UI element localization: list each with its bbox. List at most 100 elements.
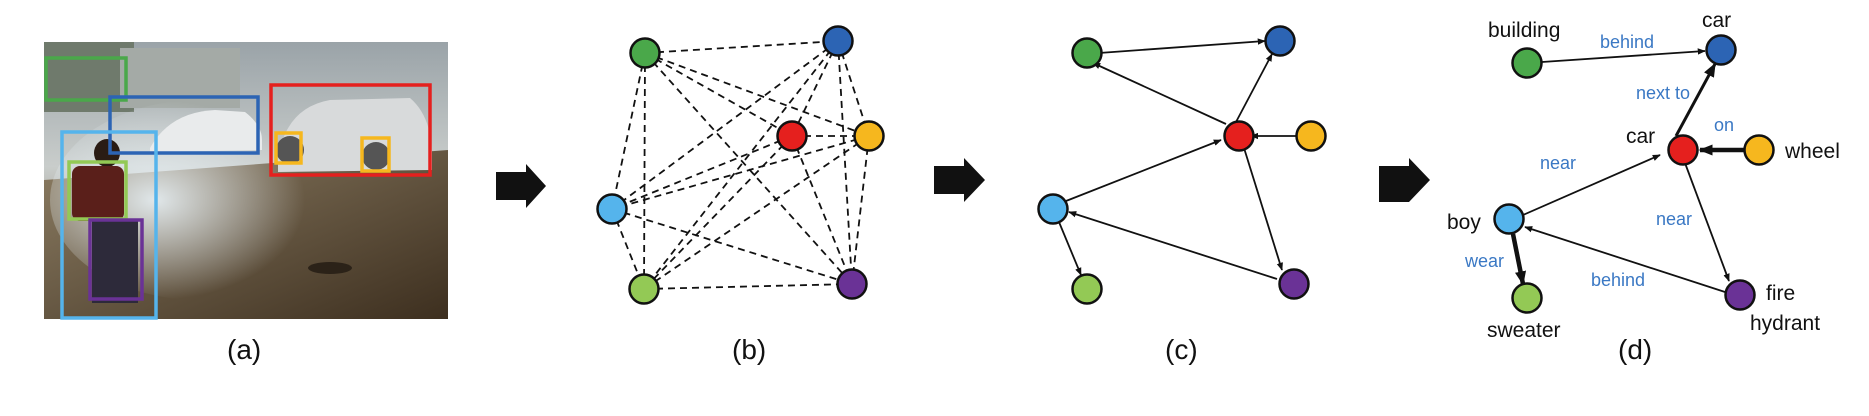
arrow-a-to-b-icon — [496, 164, 546, 208]
d-edge-near-1 — [1522, 154, 1661, 216]
b-node-car-2 — [776, 120, 808, 152]
photo-boy-legs — [92, 221, 138, 303]
panel-a-photo — [44, 42, 448, 320]
d-edge-behind — [1541, 48, 1706, 63]
d-node-wheel — [1743, 134, 1775, 166]
b-edge — [644, 52, 870, 137]
label-building: building — [1488, 19, 1560, 42]
relation-on: on — [1714, 115, 1734, 135]
b-node-sweater — [628, 273, 660, 305]
bbox-wheel-2 — [360, 136, 391, 173]
b-edge — [643, 135, 870, 290]
c-edge — [1235, 53, 1273, 123]
relation-next-to: next to — [1636, 83, 1690, 103]
b-edge — [611, 208, 853, 285]
b-edge — [837, 40, 870, 137]
b-edge — [851, 135, 870, 285]
photo-silver-suv — [278, 98, 432, 172]
photo-wheel-1 — [276, 136, 304, 164]
b-edge — [644, 52, 853, 285]
c-edge — [1243, 147, 1283, 271]
c-node-building — [1071, 37, 1103, 69]
b-edge — [644, 40, 839, 54]
bbox-fire-hydrant — [88, 218, 144, 301]
b-edge — [837, 40, 853, 285]
bbox-building — [44, 56, 128, 102]
c-node-sweater — [1071, 273, 1103, 305]
b-edge — [643, 40, 839, 290]
arrow-b-to-c-icon — [934, 158, 985, 202]
b-edge — [791, 40, 839, 137]
c-edge — [1065, 139, 1222, 202]
panel-c-nodes — [1037, 25, 1327, 305]
c-node-fire-hydrant — [1278, 268, 1310, 300]
d-node-building — [1511, 47, 1543, 79]
c-node-wheel — [1295, 120, 1327, 152]
panel-b-nodes — [596, 25, 885, 305]
b-edge — [611, 40, 839, 210]
b-node-building — [629, 37, 661, 69]
b-edge — [611, 52, 646, 210]
panel-c-label: (c) — [1165, 334, 1198, 365]
d-edge-near-2 — [1684, 162, 1730, 282]
b-node-fire-hydrant — [836, 268, 868, 300]
d-edge-next-to — [1674, 62, 1717, 137]
b-edge — [643, 52, 646, 290]
panel-b-label: (b) — [732, 334, 767, 365]
panel-c-edges — [1058, 38, 1296, 280]
b-edge — [643, 135, 793, 290]
label-hydrant: hydrant — [1750, 312, 1820, 335]
label-wheel: wheel — [1784, 140, 1840, 163]
b-node-wheel — [853, 120, 885, 152]
c-edge — [1068, 211, 1278, 280]
d-node-car — [1705, 34, 1737, 66]
panel-d-nodes — [1493, 34, 1775, 314]
c-node-boy — [1037, 193, 1069, 225]
relation-near-1: near — [1540, 153, 1576, 173]
photo-boy-head — [94, 139, 120, 167]
arrow-c-to-d-icon — [1379, 158, 1430, 202]
d-edge-wear — [1510, 233, 1527, 286]
relation-wear: wear — [1464, 251, 1504, 271]
b-edge — [644, 52, 793, 137]
photo-boy-sweater — [72, 166, 124, 221]
c-edge — [1092, 62, 1227, 125]
bbox-car-suv — [269, 83, 432, 177]
panel-d-scene-graph: building car car wheel boy sweater fire … — [1447, 9, 1840, 342]
c-edge — [1058, 221, 1082, 276]
bbox-car-white — [108, 95, 260, 155]
panel-b-edges — [611, 40, 870, 290]
label-car-2: car — [1626, 125, 1655, 148]
b-node-car — [822, 25, 854, 57]
d-node-sweater — [1511, 282, 1543, 314]
panel-d-label: (d) — [1618, 334, 1653, 365]
b-edge — [611, 135, 870, 210]
bbox-wheel-1 — [274, 131, 303, 165]
d-edge-behind-2 — [1524, 226, 1726, 293]
panel-b-graph — [596, 25, 885, 305]
bbox-boy — [60, 130, 158, 320]
c-node-car-2 — [1223, 120, 1255, 152]
b-node-boy — [596, 193, 628, 225]
relation-near-2: near — [1656, 209, 1692, 229]
label-sweater: sweater — [1487, 319, 1561, 342]
relation-behind-1: behind — [1600, 32, 1654, 52]
photo-white-car — [150, 110, 262, 152]
panel-d-edges — [1510, 48, 1744, 293]
c-edge — [1098, 38, 1266, 54]
label-boy: boy — [1447, 211, 1481, 234]
c-node-car — [1264, 25, 1296, 57]
b-edge — [791, 135, 853, 285]
photo-drain — [308, 262, 352, 274]
d-node-boy — [1493, 203, 1525, 235]
label-car-1: car — [1702, 9, 1731, 32]
panel-c-graph — [1037, 25, 1327, 305]
photo-building-far — [120, 48, 240, 108]
d-node-fire-hydrant — [1724, 279, 1756, 311]
b-edge — [643, 283, 853, 290]
b-edge — [611, 135, 793, 210]
label-fire: fire — [1766, 282, 1795, 305]
d-node-car-2 — [1667, 134, 1699, 166]
photo-wheel-2 — [362, 142, 390, 170]
